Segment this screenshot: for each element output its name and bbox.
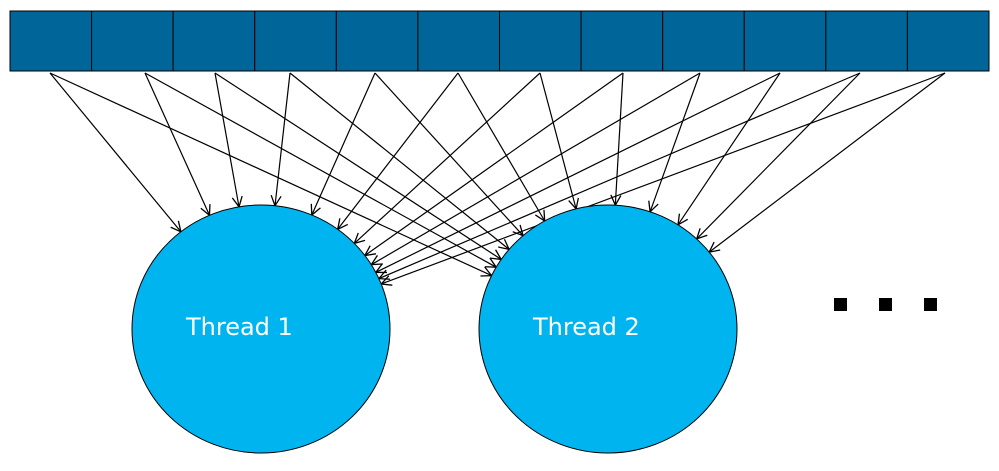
arrow-cell-5-to-thread-2 <box>374 72 523 236</box>
array-cell-10 <box>743 10 827 72</box>
arrow-cell-10-to-thread-1 <box>376 72 781 272</box>
array-cell-5 <box>335 10 419 72</box>
array-cell-1 <box>9 10 93 72</box>
arrow-cell-6-to-thread-1 <box>338 72 459 229</box>
array-cell-12 <box>906 10 990 72</box>
arrow-cell-11-to-thread-1 <box>379 72 861 279</box>
arrow-cell-3-to-thread-2 <box>214 72 501 259</box>
arrow-group <box>49 72 946 284</box>
arrow-cell-7-to-thread-1 <box>354 72 541 243</box>
thread-2-node: Thread 2 <box>478 204 738 454</box>
arrow-cell-1-to-thread-1 <box>49 72 181 232</box>
arrow-cell-11-to-thread-2 <box>697 72 861 239</box>
ellipsis-dot <box>834 298 847 311</box>
array-cell-4 <box>254 10 337 72</box>
thread-2-circle <box>478 204 738 454</box>
arrow-cell-4-to-thread-1 <box>275 72 291 206</box>
array-cell-8 <box>580 10 664 72</box>
arrow-cell-8-to-thread-2 <box>615 72 624 205</box>
arrow-cell-2-to-thread-2 <box>144 72 496 267</box>
array-cell-11 <box>825 10 908 72</box>
arrow-cell-9-to-thread-2 <box>650 72 701 212</box>
array-cell-2 <box>91 10 174 72</box>
ellipsis-dot <box>879 298 892 311</box>
arrow-cell-12-to-thread-1 <box>381 72 946 284</box>
arrow-cell-4-to-thread-2 <box>289 72 509 249</box>
ellipsis-dot <box>924 298 937 311</box>
arrow-cell-3-to-thread-1 <box>214 72 239 207</box>
thread-1-node: Thread 1 <box>131 204 391 454</box>
ellipsis-icon <box>834 298 937 311</box>
arrow-cell-1-to-thread-2 <box>49 72 492 276</box>
thread-1-label: Thread 1 <box>185 313 293 341</box>
array-cell-9 <box>662 10 745 72</box>
thread-1-circle <box>131 204 391 454</box>
arrow-cell-5-to-thread-1 <box>312 72 376 215</box>
arrow-cell-2-to-thread-1 <box>144 72 210 215</box>
array-cell-7 <box>499 10 582 72</box>
arrow-cell-6-to-thread-2 <box>457 72 545 221</box>
thread-2-label: Thread 2 <box>532 313 640 341</box>
arrow-cell-8-to-thread-1 <box>365 72 624 256</box>
array-cell-6 <box>417 10 500 72</box>
arrow-cell-9-to-thread-1 <box>371 72 701 265</box>
arrow-cell-10-to-thread-2 <box>678 72 781 225</box>
arrow-cell-12-to-thread-2 <box>709 72 946 252</box>
arrow-cell-7-to-thread-2 <box>539 72 576 209</box>
data-array <box>9 10 990 72</box>
array-cell-3 <box>172 10 256 72</box>
